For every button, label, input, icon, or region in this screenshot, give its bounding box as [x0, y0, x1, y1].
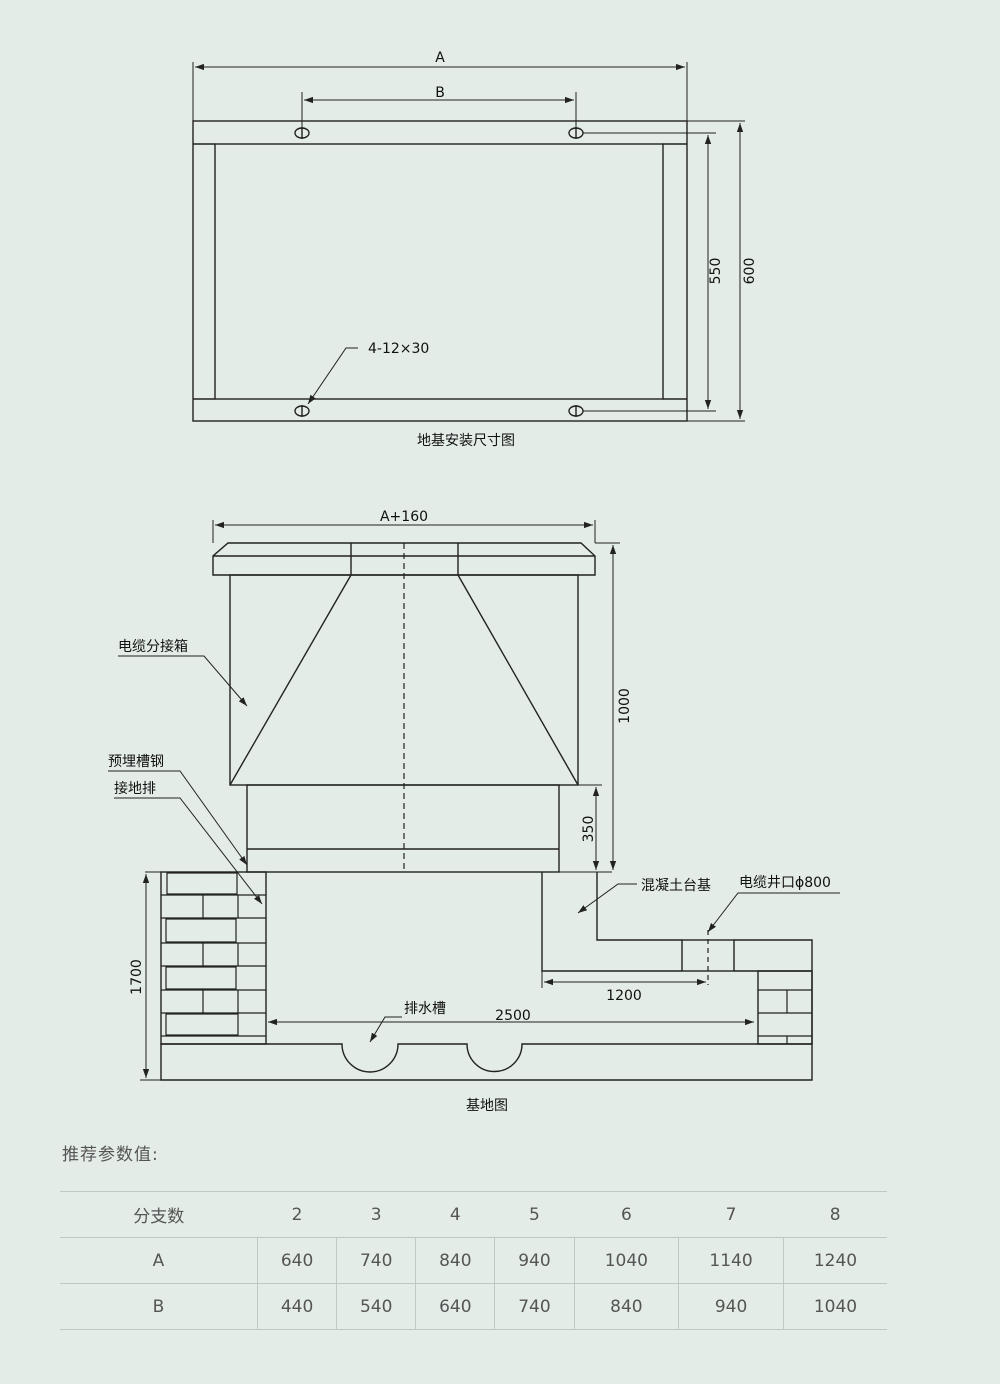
label-cable-well: 电缆井口ϕ800	[739, 875, 831, 891]
leader-well	[707, 892, 840, 933]
table-cell: 1140	[678, 1237, 784, 1284]
dim-b-label: B	[435, 85, 445, 101]
foundation-plan-drawing	[192, 62, 745, 422]
table-cell: 1240	[782, 1237, 887, 1284]
leader-concrete	[577, 883, 637, 914]
leader-drain	[369, 1016, 402, 1043]
header-cell: 4	[415, 1191, 495, 1238]
label-concrete-platform: 混凝土台基	[641, 877, 711, 894]
params-row-a: A 640 740 840 940 1040 1140 1240	[60, 1237, 887, 1284]
hole-spec-label: 4-12×30	[368, 341, 429, 357]
dim-550-label: 550	[708, 258, 724, 285]
label-ground-bar: 接地排	[114, 780, 156, 797]
dim-width-label: A+160	[380, 509, 428, 525]
dim-350-label: 350	[581, 816, 597, 843]
bottom-drawing-caption: 基地图	[466, 1097, 508, 1114]
header-cell: 2	[257, 1191, 337, 1238]
table-cell: 1040	[782, 1283, 887, 1330]
params-title: 推荐参数值:	[62, 1145, 159, 1165]
params-row-b: B 440 540 640 740 840 940 1040	[60, 1283, 887, 1330]
dim-a-label: A	[435, 50, 445, 66]
channel-base	[246, 784, 560, 873]
foundation-slab	[160, 1043, 813, 1081]
header-cell: 8	[783, 1191, 887, 1238]
leader-ground	[114, 797, 263, 905]
frame-outer	[192, 120, 688, 422]
frame-inner	[214, 143, 664, 400]
header-cell: 3	[336, 1191, 416, 1238]
header-label: 分支数	[60, 1191, 258, 1238]
table-cell: 640	[256, 1237, 337, 1284]
dim-1000-label: 1000	[617, 688, 633, 724]
table-cell: 940	[678, 1283, 784, 1330]
header-cell: 7	[678, 1191, 784, 1238]
header-cell: 6	[574, 1191, 679, 1238]
label-cable-box: 电缆分接箱	[118, 638, 188, 655]
header-cell: 5	[494, 1191, 574, 1238]
table-cell: 740	[336, 1237, 416, 1284]
table-cell: 740	[494, 1283, 574, 1330]
label-drain-channel: 排水槽	[404, 1001, 446, 1017]
brick-wall-right	[757, 970, 813, 1045]
table-cell: 840	[415, 1237, 495, 1284]
table-cell: 1040	[573, 1237, 679, 1284]
row-label: B	[60, 1283, 258, 1330]
leader-channel	[108, 770, 248, 866]
dim-2500-label: 2500	[495, 1008, 531, 1024]
table-cell: 640	[415, 1283, 495, 1330]
dim-1200-label: 1200	[606, 988, 642, 1004]
table-cell: 840	[573, 1283, 679, 1330]
table-cell: 440	[256, 1283, 337, 1330]
dim-1700-label: 1700	[129, 959, 145, 995]
leader-cable-box	[118, 655, 248, 707]
top-drawing-caption: 地基安装尺寸图	[417, 432, 515, 449]
table-cell: 540	[336, 1283, 416, 1330]
label-channel-steel: 预埋槽钢	[108, 754, 164, 770]
params-header-row: 分支数 2 3 4 5 6 7 8	[60, 1191, 887, 1238]
foundation-section-drawing	[108, 520, 840, 1081]
dim-600-label: 600	[742, 258, 758, 285]
brick-wall-left	[160, 871, 267, 1045]
row-label: A	[60, 1237, 258, 1284]
params-table: 分支数 2 3 4 5 6 7 8 A 640 740 840 940 1040…	[60, 1191, 887, 1330]
drawing-canvas: A B 550 600 4-12×30 地基安装尺寸图	[108, 50, 840, 1114]
hole-leader	[307, 347, 358, 405]
table-cell: 940	[494, 1237, 574, 1284]
